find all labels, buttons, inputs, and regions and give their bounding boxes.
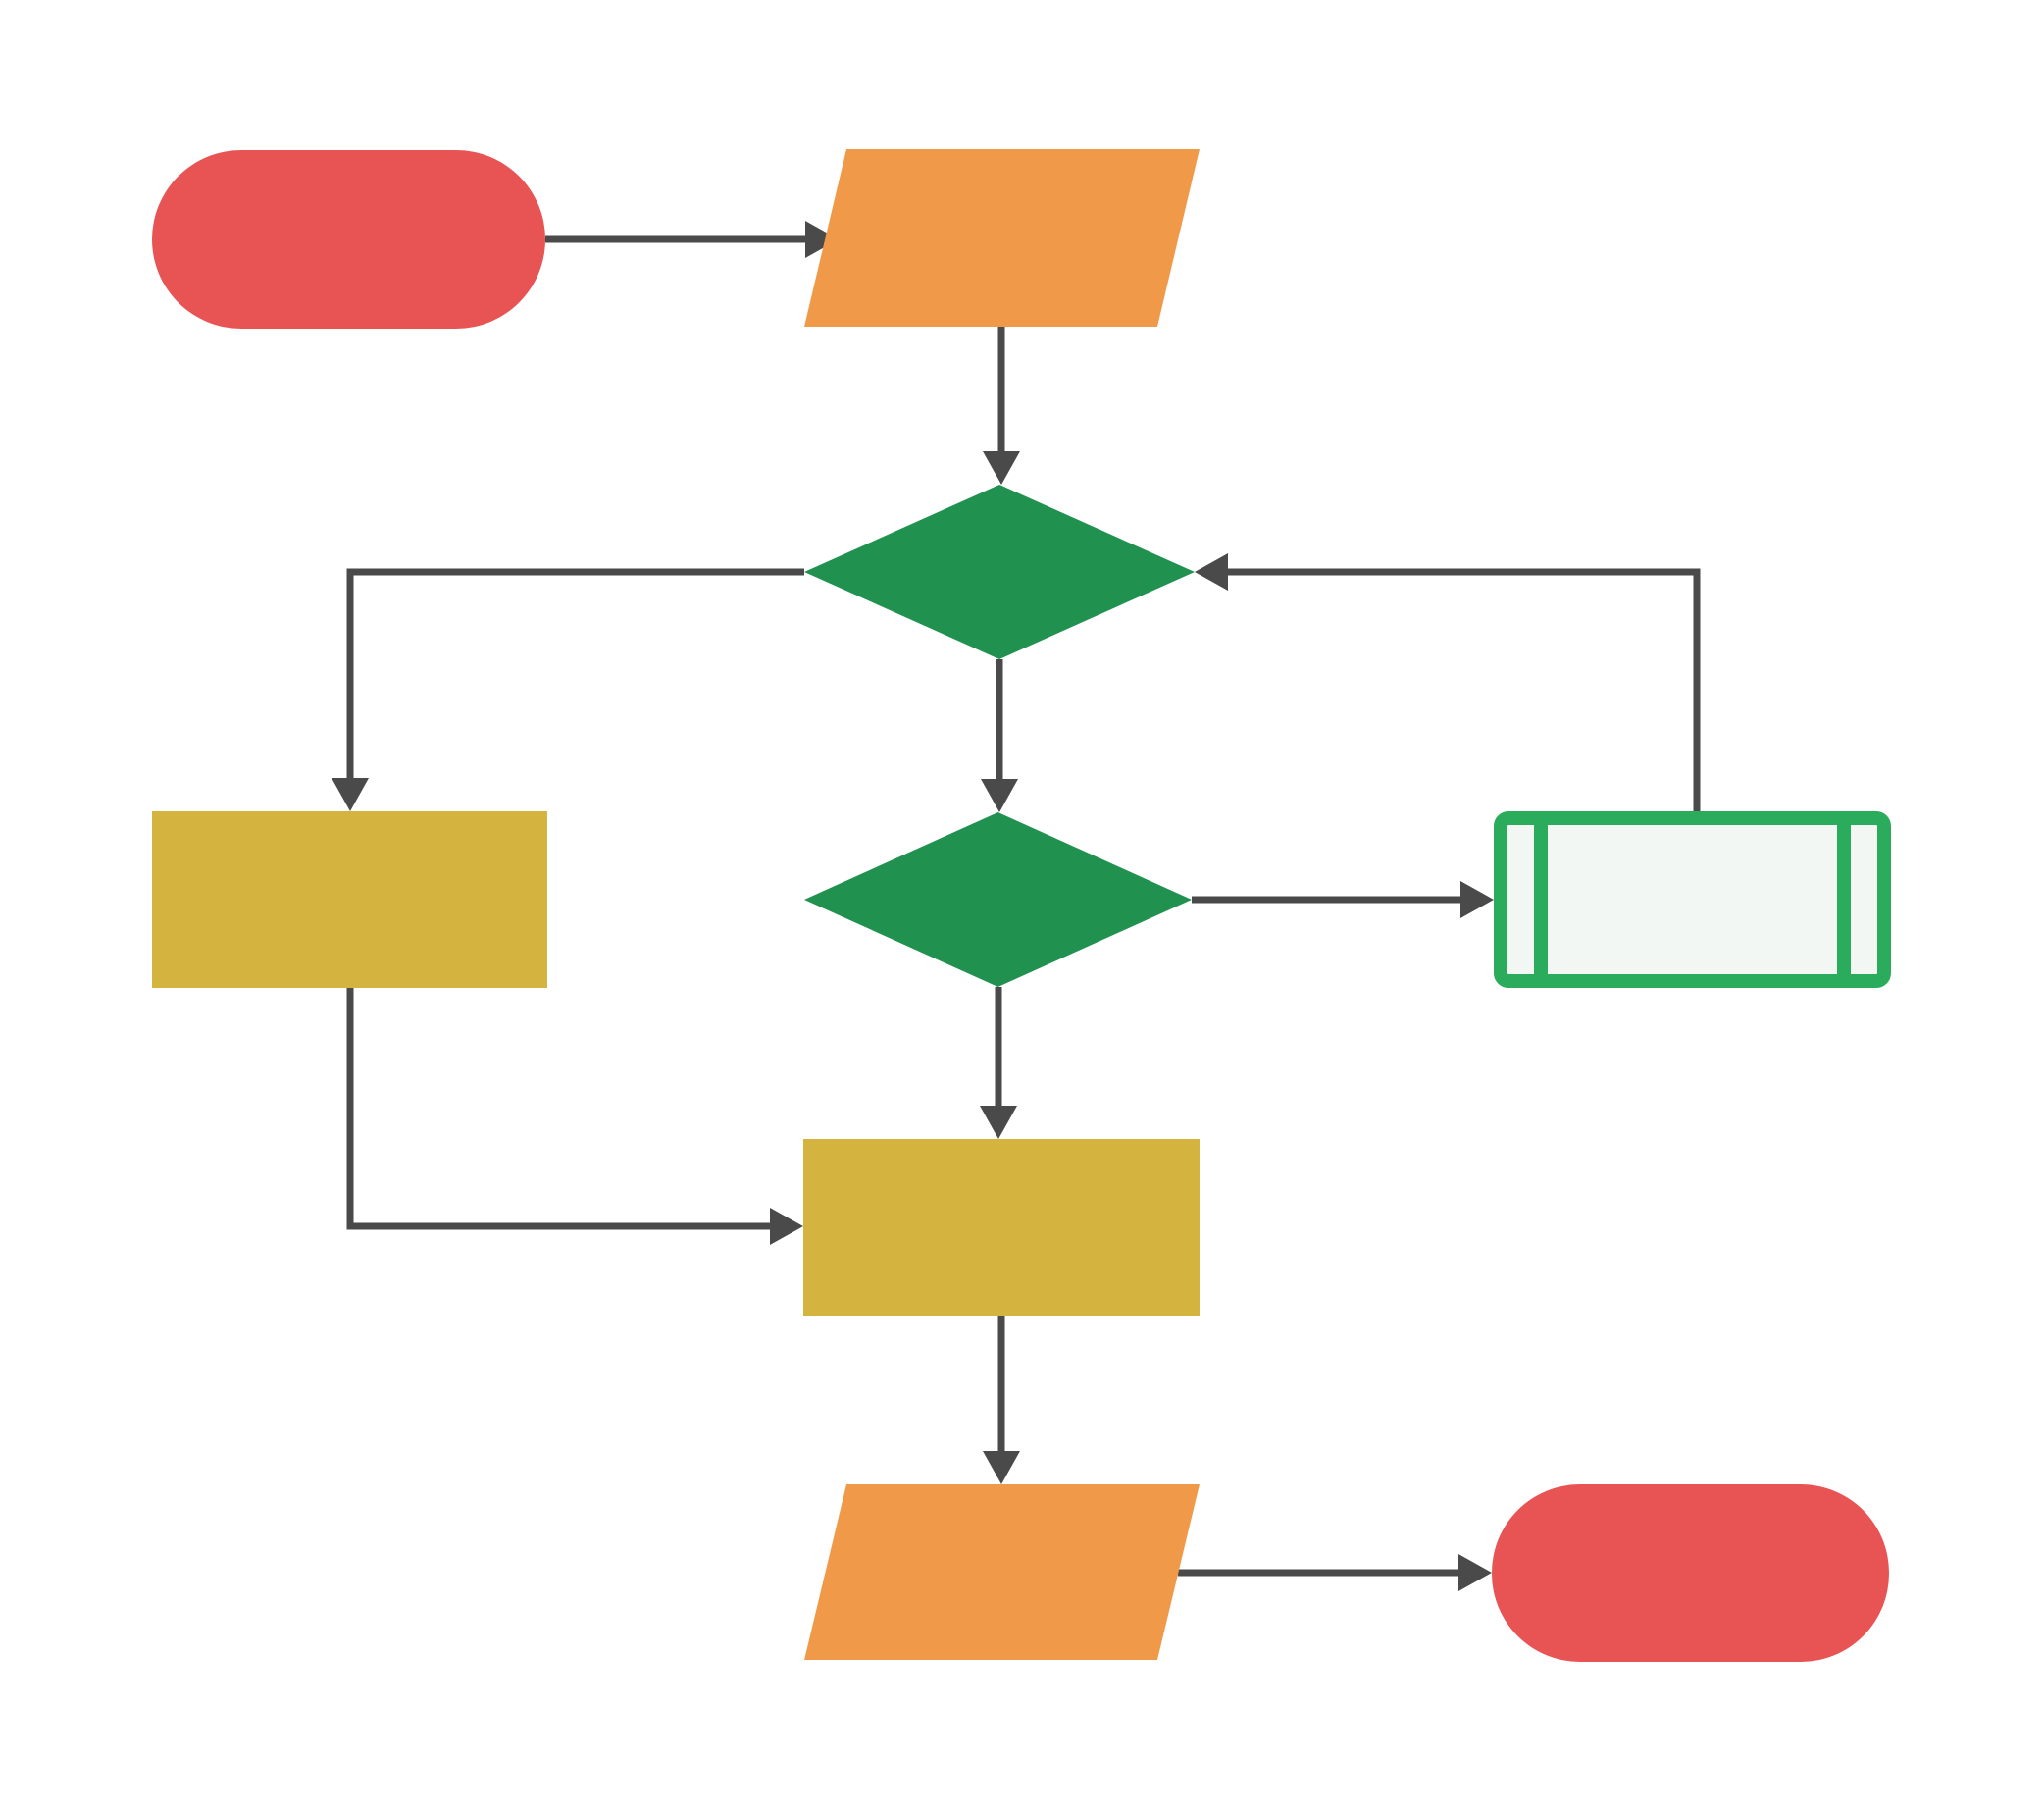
node-decision-2[interactable] xyxy=(804,812,1192,987)
node-process-left[interactable] xyxy=(152,811,547,988)
connector-subroutine-to-decision-1[interactable] xyxy=(1195,553,1701,811)
arrowhead-icon xyxy=(770,1208,803,1245)
arrowhead-icon xyxy=(805,221,839,258)
arrowhead-icon xyxy=(980,1106,1017,1139)
connector-decision-1-to-process-left[interactable] xyxy=(332,568,804,811)
connector-process-center-to-output[interactable] xyxy=(983,1316,1020,1484)
terminator-shape xyxy=(152,150,545,329)
connector-decision-2-to-process-center[interactable] xyxy=(980,987,1017,1139)
parallelogram-shape xyxy=(804,149,1200,327)
process-rect-shape xyxy=(152,811,547,988)
connector-start-to-input[interactable] xyxy=(545,221,839,258)
connector-output-to-end[interactable] xyxy=(1178,1554,1492,1591)
arrowhead-icon xyxy=(1460,881,1494,918)
node-output[interactable] xyxy=(804,1484,1200,1660)
node-input[interactable] xyxy=(804,149,1200,327)
parallelogram-shape xyxy=(804,1484,1200,1660)
node-decision-1[interactable] xyxy=(804,485,1195,659)
arrowhead-icon xyxy=(983,451,1020,485)
arrowhead-icon xyxy=(981,779,1018,812)
diamond-shape xyxy=(804,485,1195,659)
arrowhead-icon xyxy=(1458,1554,1492,1591)
process-rect-shape xyxy=(803,1139,1200,1316)
connector-decision-2-to-subroutine[interactable] xyxy=(1192,881,1494,918)
connector-input-to-decision-1[interactable] xyxy=(983,327,1020,485)
node-start[interactable] xyxy=(152,150,545,329)
diamond-shape xyxy=(804,812,1192,987)
connector-decision-1-to-decision-2[interactable] xyxy=(981,659,1018,812)
arrowhead-icon xyxy=(983,1451,1020,1484)
connector-layer xyxy=(332,221,1701,1591)
node-layer xyxy=(152,149,1891,1662)
node-process-center[interactable] xyxy=(803,1139,1200,1316)
arrowhead-icon xyxy=(332,778,369,811)
node-subroutine[interactable] xyxy=(1494,811,1891,988)
connector-process-left-to-process-center[interactable] xyxy=(346,988,803,1245)
arrowhead-icon xyxy=(1195,553,1228,591)
terminator-shape xyxy=(1492,1484,1889,1662)
node-end[interactable] xyxy=(1492,1484,1889,1662)
subroutine-outline xyxy=(1494,811,1891,988)
